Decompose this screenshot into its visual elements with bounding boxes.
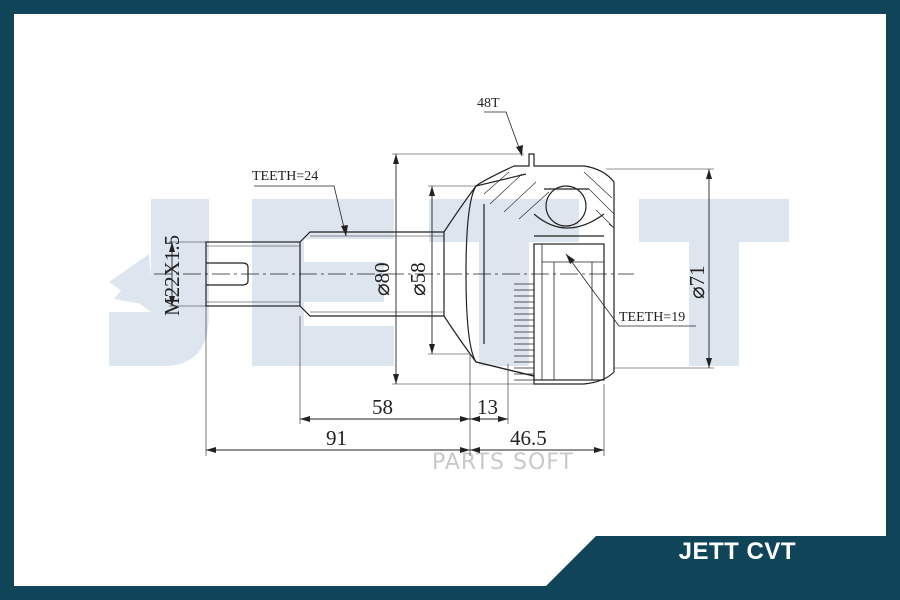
arrow-71-bottom — [706, 358, 712, 368]
leader-teeth-24 — [254, 185, 347, 237]
abs-tone-ring — [514, 283, 534, 381]
jett-watermark-logo — [109, 199, 789, 366]
arrowheads — [169, 145, 712, 453]
cage — [533, 188, 605, 237]
arrow-71-top — [706, 169, 712, 179]
leader-teeth-19 — [565, 253, 696, 327]
label-teeth-19: TEETH=19 — [619, 310, 685, 325]
arrow-80-top — [393, 154, 399, 164]
label-len-13: 13 — [477, 395, 498, 419]
arrow-13-left — [470, 416, 480, 422]
arrow-leader-19 — [566, 254, 575, 264]
arrow-58v-top — [429, 186, 435, 196]
arrow-80-bottom — [393, 374, 399, 384]
arrow-58v-bottom — [429, 344, 435, 354]
watermark-letter-t2 — [639, 199, 789, 366]
watermark-letter-j — [109, 199, 209, 366]
footer-band — [546, 536, 886, 586]
drawing-card: PARTS SOFT — [14, 14, 886, 586]
arrow-46-right — [594, 447, 604, 453]
arrow-91-right — [460, 447, 470, 453]
label-dia-71: ⌀71 — [685, 265, 709, 299]
label-teeth-24: TEETH=24 — [252, 169, 318, 184]
inner-race — [533, 243, 605, 381]
arrow-46-left — [470, 447, 480, 453]
outer-housing — [465, 153, 615, 385]
label-len-91: 91 — [326, 426, 347, 450]
footer-band-shape — [546, 536, 886, 586]
bearing-ball — [545, 185, 587, 227]
label-48t: 48T — [477, 96, 500, 111]
arrow-91-left — [206, 447, 216, 453]
label-dia-80: ⌀80 — [370, 262, 394, 296]
label-dia-58: ⌀58 — [406, 262, 430, 296]
arrow-thread-bottom — [169, 296, 175, 306]
leader-48t — [484, 111, 523, 157]
label-len-58: 58 — [372, 395, 393, 419]
arrow-leader-48t — [516, 145, 523, 156]
housing-hatching — [483, 171, 615, 229]
watermark-fan-icon — [109, 254, 154, 314]
watermark-letter-e — [252, 199, 394, 366]
footer-brand-label: JETT CVT — [678, 538, 796, 565]
label-len-46-5: 46.5 — [510, 426, 547, 450]
cv-joint-technical-drawing: PARTS SOFT — [109, 96, 789, 475]
arrow-13-right — [498, 416, 508, 422]
label-thread: M22X1.5 — [160, 235, 184, 316]
arrow-58h-right — [460, 416, 470, 422]
arrow-leader-24 — [341, 225, 348, 236]
arrow-thread-top — [169, 242, 175, 252]
dimension-lines — [169, 111, 714, 456]
watermark-parts-soft: PARTS SOFT — [432, 450, 574, 475]
arrow-58h-left — [300, 416, 310, 422]
